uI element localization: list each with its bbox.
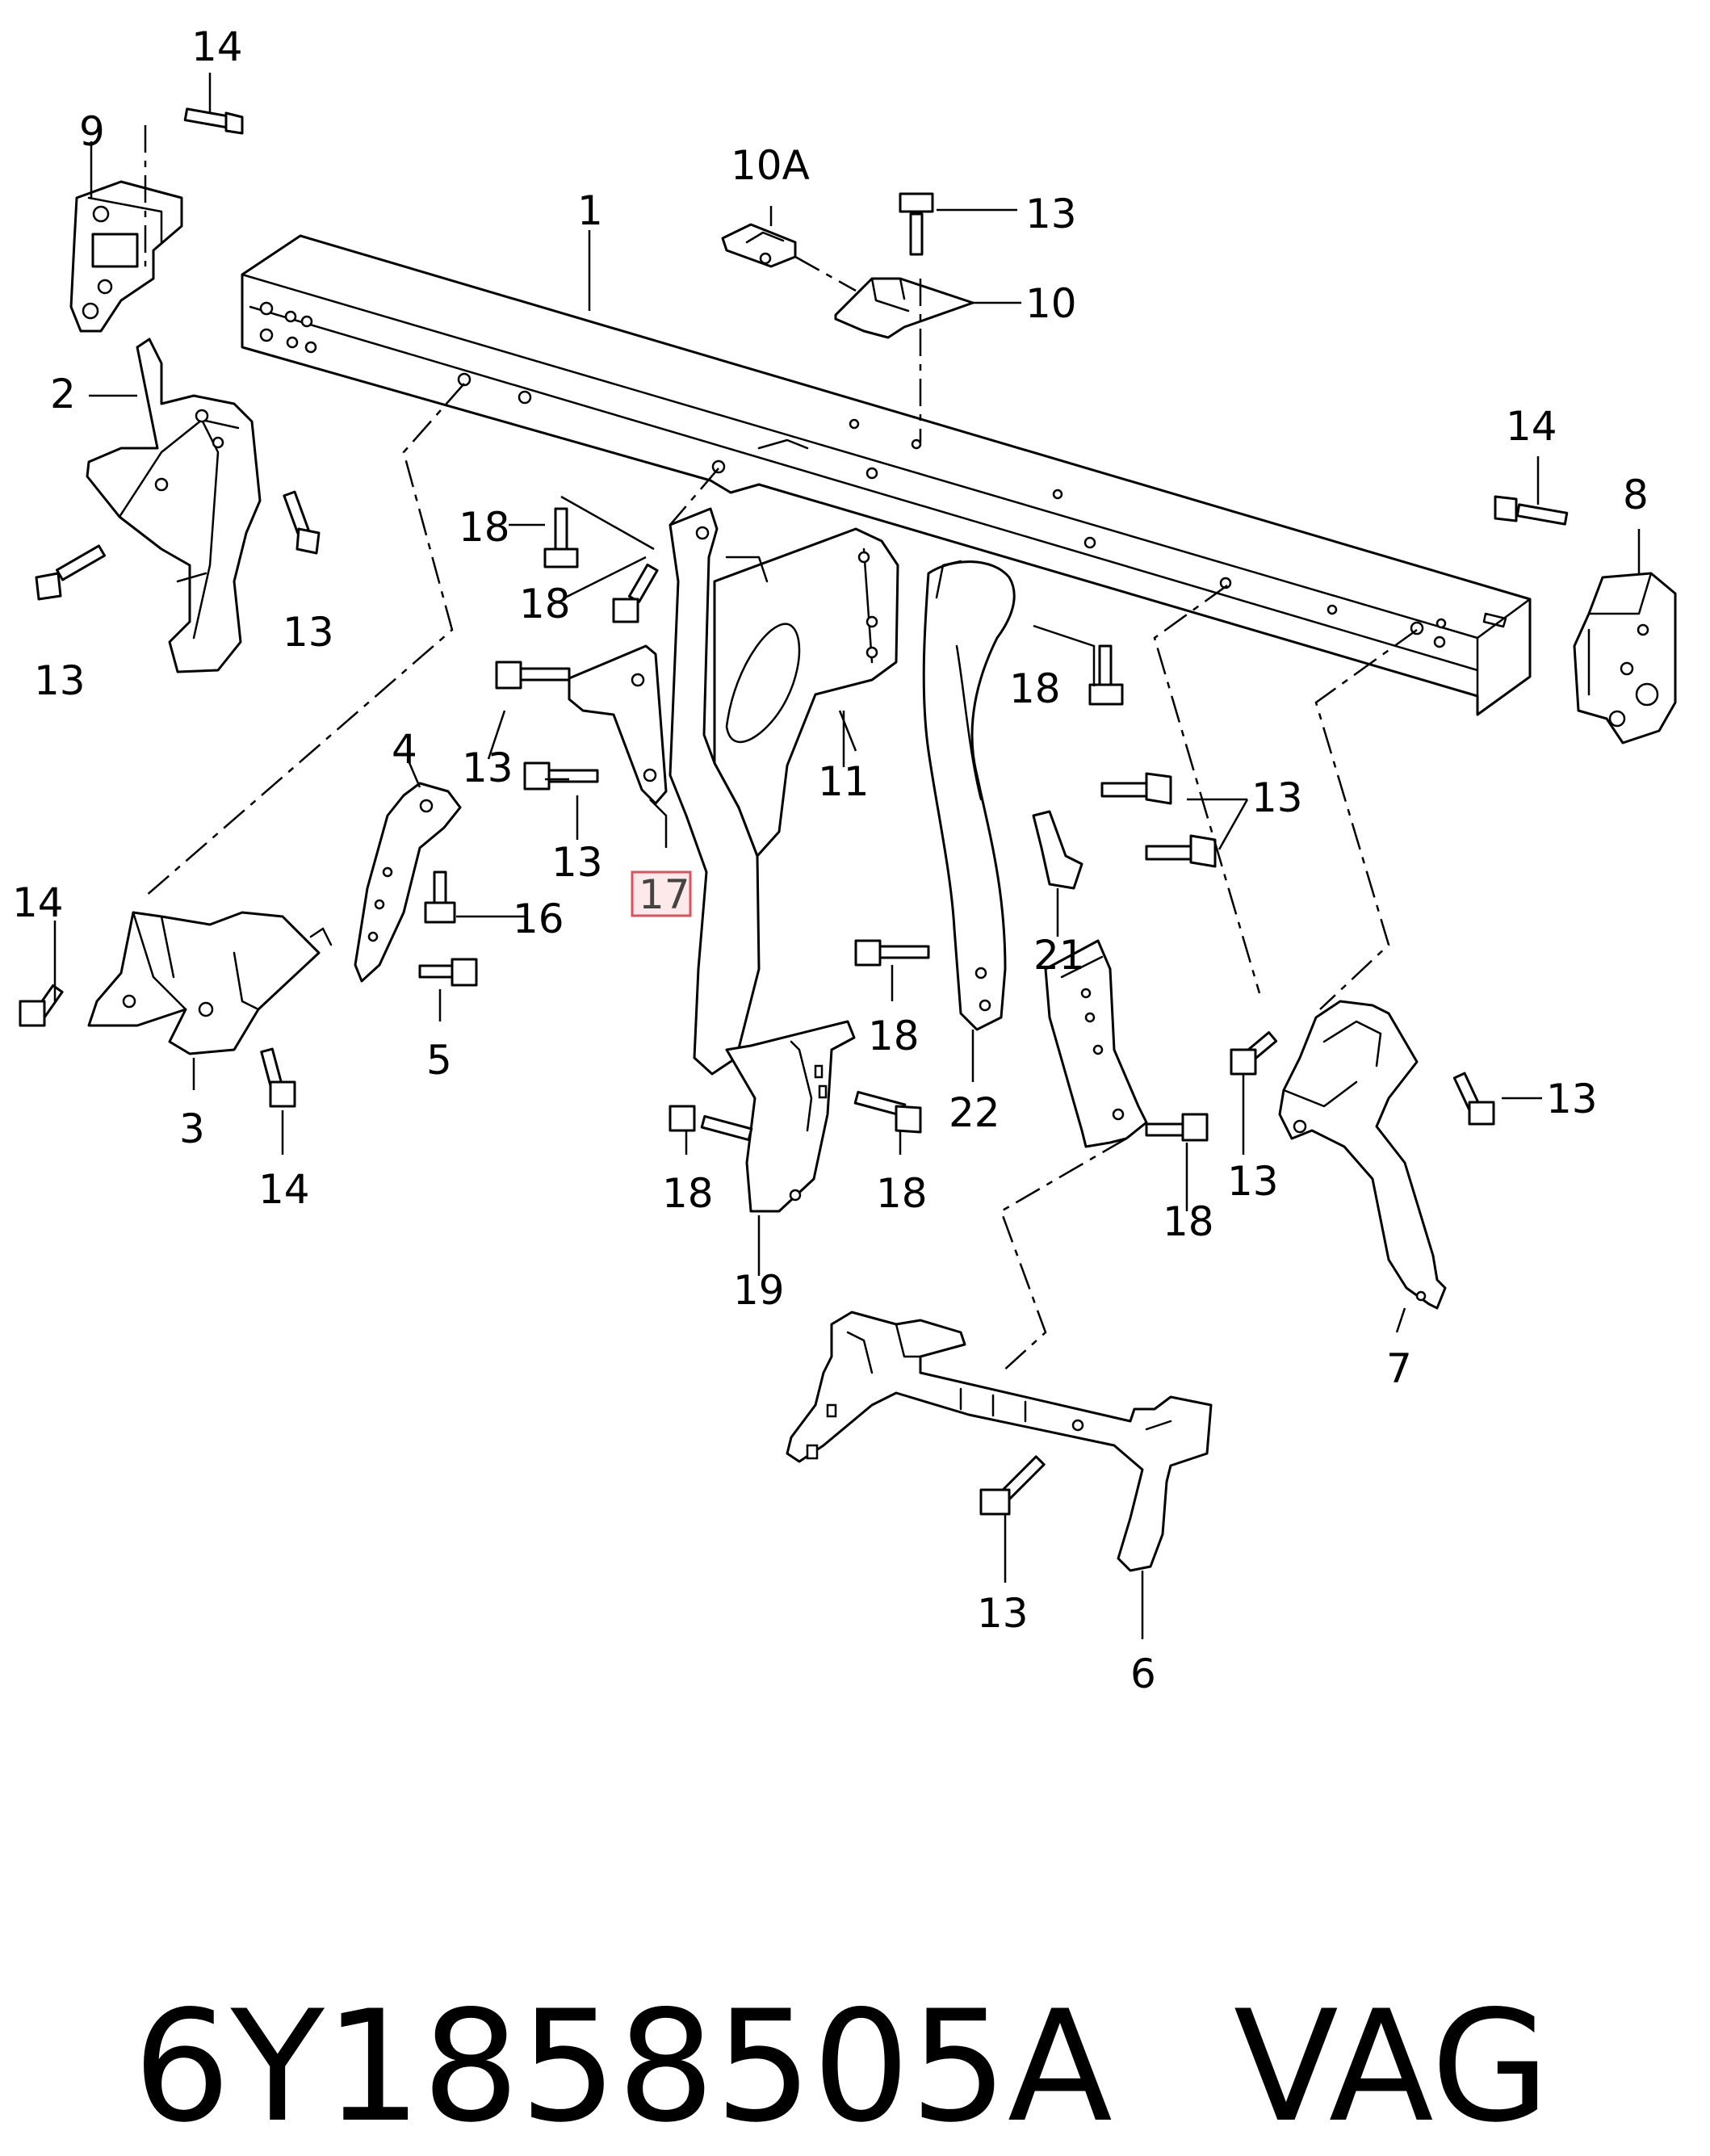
part-7-bracket [1278, 1000, 1447, 1310]
callout-13: 13 [1546, 1076, 1598, 1122]
callout-18: 18 [1163, 1198, 1214, 1245]
bolt-13-g [1230, 1031, 1278, 1076]
bolt-18-c [1088, 644, 1124, 706]
callout-7: 7 [1386, 1345, 1412, 1392]
part-22-side-member [922, 560, 1016, 1031]
leader-lines [53, 73, 1641, 1639]
callout-10a: 10A [731, 142, 810, 189]
part-number-footer: 6Y1858505A VAG [36, 1801, 1650, 2156]
callout-13: 13 [283, 609, 334, 656]
part-9-bracket [69, 180, 183, 333]
assembly-lines [144, 125, 1418, 1374]
part-11-pillar [668, 507, 899, 1076]
brand-name: VAG [1233, 1978, 1550, 2156]
bolts [19, 107, 1569, 1516]
bolt-14-top [183, 107, 244, 135]
bolt-13-bottom [979, 1455, 1046, 1516]
callout-13: 13 [462, 745, 513, 791]
part-10a-clip [721, 223, 797, 268]
callout-10: 10 [1025, 280, 1077, 327]
bolt-18-b [612, 563, 659, 623]
part-10-clip [834, 277, 974, 339]
callout-17-highlight: 17 [631, 870, 692, 918]
callout-14: 14 [191, 23, 243, 70]
part-8-end-bracket [1573, 572, 1677, 745]
bolt-13-d [523, 761, 599, 791]
callout-21: 21 [1033, 932, 1085, 979]
bolt-13-h [1452, 1072, 1495, 1126]
bolt-18-f [853, 1090, 922, 1134]
bolt-14-left [19, 984, 64, 1027]
callout-14: 14 [1506, 403, 1557, 450]
callout-18: 18 [519, 581, 571, 627]
part-19-bracket [725, 1020, 856, 1213]
bolt-5 [418, 958, 478, 987]
bolt-13-f [1145, 834, 1217, 868]
callout-16: 16 [513, 896, 564, 942]
callout-18: 18 [868, 1013, 920, 1059]
part-6-cross-member [786, 1311, 1213, 1572]
callout-6: 6 [1130, 1651, 1156, 1697]
callout-13: 13 [34, 657, 86, 704]
part-21-clip [1032, 810, 1083, 890]
callout-22: 22 [949, 1089, 1000, 1136]
exploded-parts-diagram: 14 9 10A 1 13 10 2 14 8 18 18 13 13 18 1… [12, 23, 1677, 1697]
callout-4: 4 [392, 726, 417, 773]
callouts: 14 9 10A 1 13 10 2 14 8 18 18 13 13 18 1… [12, 23, 1649, 1697]
callout-3: 3 [179, 1105, 205, 1152]
callout-13: 13 [977, 1590, 1029, 1637]
callout-9: 9 [79, 108, 105, 155]
part-3-bracket [87, 911, 333, 1055]
part-4-bracket [354, 782, 462, 983]
part-17-bracket [568, 644, 668, 805]
callout-13: 13 [1025, 191, 1077, 237]
callout-11: 11 [818, 758, 870, 805]
bolt-14-bottom [260, 1047, 296, 1108]
bolt-13-left-b [283, 490, 321, 555]
callout-19: 19 [733, 1267, 785, 1314]
callout-17: 17 [639, 871, 690, 918]
callout-5: 5 [426, 1037, 452, 1084]
callout-13: 13 [1227, 1158, 1279, 1205]
callout-2: 2 [50, 371, 76, 417]
part-1-cross-beam [241, 234, 1532, 716]
callout-14: 14 [258, 1166, 310, 1213]
callout-18: 18 [1009, 665, 1061, 712]
bolt-14-right [1494, 495, 1569, 526]
bolt-13-top [899, 192, 934, 256]
bolt-13-e [1100, 772, 1172, 805]
bolt-18-d [854, 939, 930, 967]
part-number: 6Y1858505A [132, 1978, 1113, 2156]
callout-8: 8 [1623, 472, 1649, 518]
part-2-bracket [86, 338, 262, 673]
callout-18: 18 [459, 504, 510, 551]
bolt-18-a [543, 507, 579, 568]
callout-18: 18 [662, 1170, 714, 1217]
bolt-16 [424, 870, 456, 924]
callout-14: 14 [12, 879, 64, 926]
callout-13: 13 [551, 839, 603, 886]
bolt-13-c [495, 661, 571, 690]
bolt-18-e [668, 1105, 753, 1142]
bolt-18-g [1145, 1113, 1209, 1142]
callout-1: 1 [577, 187, 603, 234]
callout-18: 18 [876, 1170, 928, 1217]
callout-13: 13 [1251, 774, 1303, 821]
bolt-13-left [35, 544, 106, 601]
